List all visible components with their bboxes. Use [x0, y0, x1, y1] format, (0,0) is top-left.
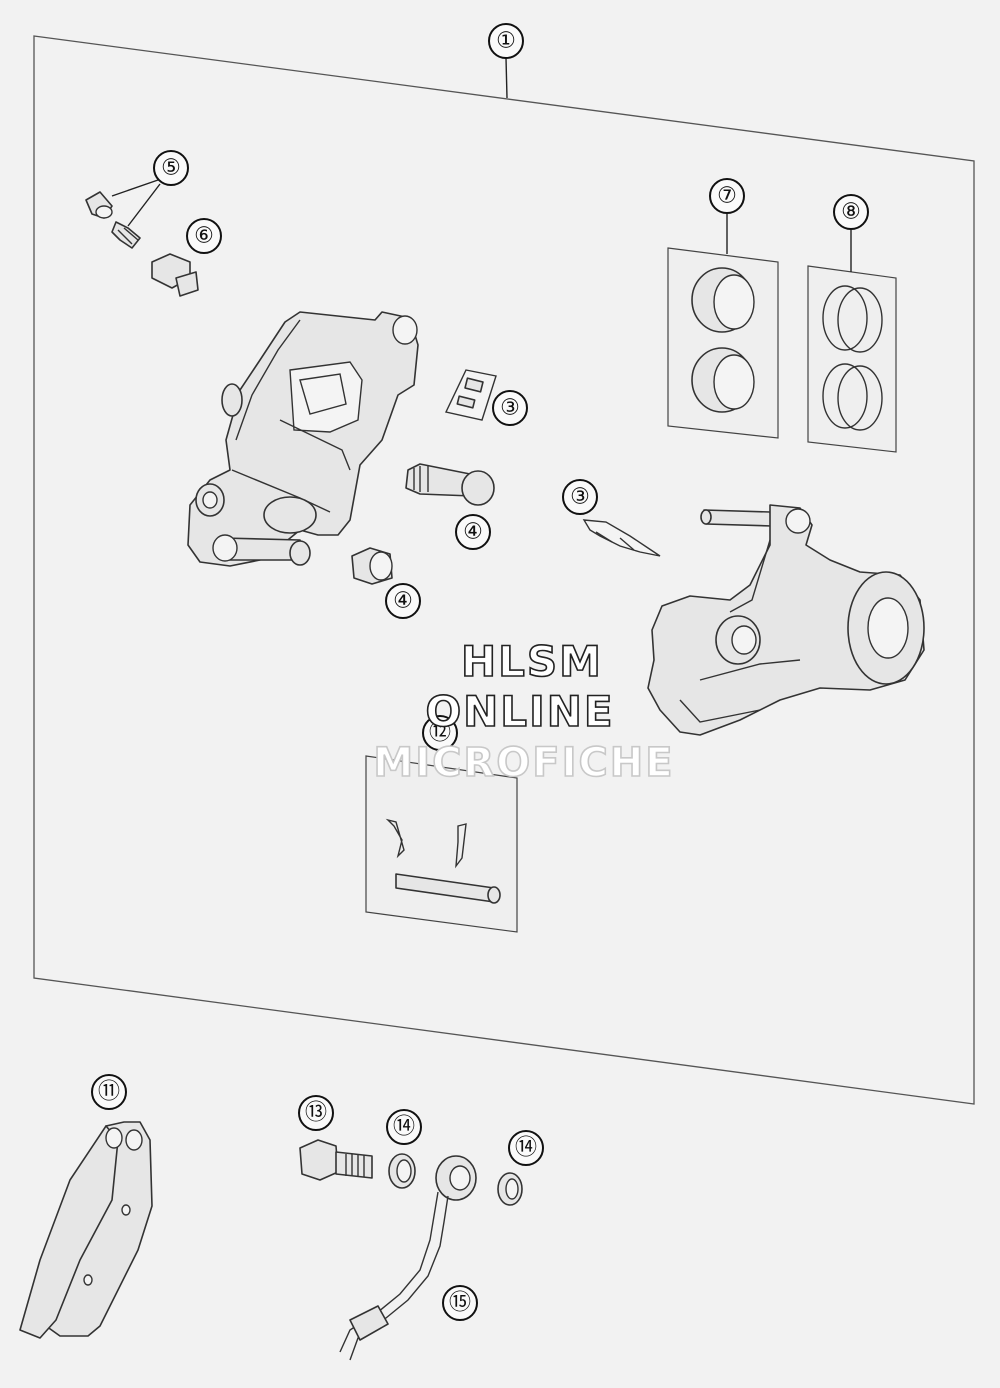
callout-14b-label: ⑭: [515, 1136, 537, 1161]
callout-6: ⑥: [186, 218, 222, 254]
callout-11: ⑪: [91, 1074, 127, 1110]
callout-5-label: ⑤: [161, 156, 181, 181]
leader-5a: [111, 179, 159, 197]
brake-pads-part: [19, 1121, 153, 1339]
callout-7-label: ⑦: [717, 184, 737, 209]
pin-clip-kit-card: [365, 755, 518, 933]
washer-right-hole: [505, 1178, 519, 1200]
callout-14a: ⑭: [386, 1109, 422, 1145]
seal-kit-card: [807, 265, 897, 453]
spring-clip-lower-part: [582, 519, 661, 557]
watermark: HLSM ONLINE MICROFICHE: [373, 636, 674, 787]
leader-1: [505, 57, 508, 99]
callout-13: ⑬: [298, 1095, 334, 1131]
bleeder-valve-part: [85, 191, 141, 249]
leader-5b: [127, 183, 161, 227]
callout-8-label: ⑧: [841, 200, 861, 225]
screw-plug-part: [151, 253, 199, 297]
callout-14b: ⑭: [508, 1130, 544, 1166]
banjo-bolt-part: [299, 1139, 373, 1181]
callout-15-label: ⑮: [449, 1291, 471, 1316]
callout-4a-label: ④: [463, 520, 483, 545]
brake-caliper-body: [187, 311, 419, 567]
callout-12: ⑫: [422, 715, 458, 751]
callout-13-label: ⑬: [305, 1101, 327, 1126]
callout-4b: ④: [385, 583, 421, 619]
callout-7: ⑦: [709, 178, 745, 214]
callout-4b-label: ④: [393, 589, 413, 614]
watermark-line-2: ONLINE: [425, 687, 614, 736]
callout-8: ⑧: [833, 194, 869, 230]
callout-4a: ④: [455, 514, 491, 550]
brake-line-part: [339, 1155, 477, 1361]
callout-3a-label: ③: [500, 396, 520, 421]
watermark-line-3: MICROFICHE: [373, 740, 674, 786]
callout-6-label: ⑥: [194, 224, 214, 249]
callout-12-label: ⑫: [429, 721, 451, 746]
piston-kit-card: [667, 247, 779, 439]
caliper-support-bracket: [647, 504, 925, 736]
callout-15: ⑮: [442, 1285, 478, 1321]
callout-1: ①: [488, 23, 524, 59]
callout-1-label: ①: [496, 29, 516, 54]
callout-3b: ③: [562, 479, 598, 515]
callout-11-label: ⑪: [98, 1080, 120, 1105]
washer-left-hole: [396, 1159, 412, 1183]
callout-3b-label: ③: [570, 485, 590, 510]
spring-plate-upper-part: [444, 369, 497, 421]
guide-bushing-lower-part: [351, 547, 393, 585]
watermark-line-1: HLSM: [461, 637, 603, 686]
callout-5: ⑤: [153, 150, 189, 186]
guide-pin-upper-part: [405, 463, 495, 506]
callout-14a-label: ⑭: [393, 1115, 415, 1140]
callout-3a: ③: [492, 390, 528, 426]
